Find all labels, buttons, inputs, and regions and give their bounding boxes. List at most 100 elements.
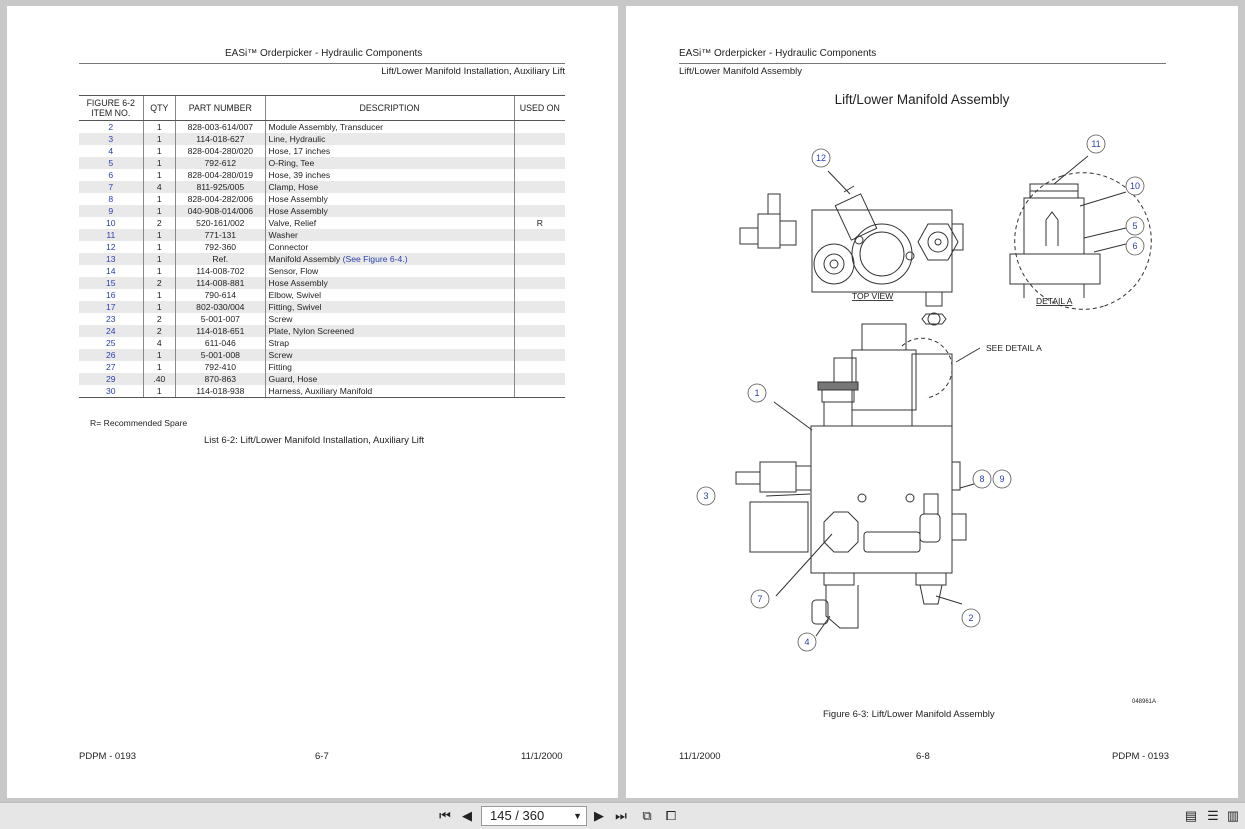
- drawing-labels: TOP VIEW DETAIL A SEE DETAIL A 048961A: [852, 291, 1156, 705]
- cell-used-on: [513, 289, 565, 301]
- cell-item[interactable]: 25: [105, 338, 116, 348]
- cell-item[interactable]: 14: [105, 266, 116, 276]
- cell-part-number: 520-161/002: [175, 217, 266, 229]
- cell-item[interactable]: 7: [79, 181, 144, 193]
- facing-icon[interactable]: ▥: [1226, 808, 1240, 823]
- footer-doc-id: PDPM - 0193: [1112, 751, 1170, 762]
- cell-qty: 1: [142, 157, 176, 169]
- cell-item[interactable]: 4: [108, 146, 114, 156]
- cell-description: Strap: [264, 337, 515, 349]
- cell-used-on: [513, 313, 565, 325]
- cell-item[interactable]: 29: [79, 373, 144, 385]
- cell-part-number: 5-001-008: [175, 349, 266, 361]
- cell-used-on: [513, 265, 565, 277]
- cell-used-on: [513, 145, 565, 157]
- cell-description: Harness, Auxiliary Manifold: [264, 385, 515, 398]
- viewer-toolbar: ⏮ ◀ 145 / 360 ▼ ▶ ⏭ ⧉ ⧠ ▤ ☰ ▥: [0, 802, 1245, 829]
- cell-item[interactable]: 11: [79, 229, 144, 241]
- callout-2: [961, 608, 981, 628]
- continuous-icon[interactable]: ☰: [1207, 808, 1219, 823]
- cell-item[interactable]: 24: [79, 325, 144, 337]
- cell-used-on: [513, 373, 565, 385]
- callout-5: [1125, 216, 1145, 236]
- cell-qty: 1: [142, 229, 176, 241]
- col-header-desc: DESCRIPTION: [264, 95, 515, 121]
- callout-3: [696, 486, 716, 506]
- callout-9: [992, 469, 1012, 489]
- cell-description: Fitting: [264, 361, 515, 373]
- fit-page-icon[interactable]: ⧉: [642, 808, 652, 823]
- top-view-label: TOP VIEW: [852, 291, 893, 301]
- cell-item[interactable]: 30: [79, 385, 144, 398]
- cell-item[interactable]: 27: [105, 362, 116, 372]
- cell-item[interactable]: 2: [108, 122, 114, 132]
- footer-date: 11/1/2000: [679, 751, 721, 762]
- cell-used-on: [513, 157, 565, 169]
- cell-used-on: [513, 241, 565, 253]
- cell-item[interactable]: 6: [108, 170, 114, 180]
- last-page-icon[interactable]: ⏭: [615, 808, 627, 823]
- cell-item[interactable]: 8: [108, 194, 114, 204]
- callout-7: [750, 589, 770, 609]
- cell-item[interactable]: 17: [79, 301, 144, 313]
- next-page-icon[interactable]: ▶: [594, 808, 604, 823]
- header-subtitle: Lift/Lower Manifold Installation, Auxili…: [381, 66, 565, 77]
- first-page-icon[interactable]: ⏮: [439, 808, 451, 823]
- header-rule: [79, 63, 565, 64]
- cell-used-on: [513, 253, 565, 265]
- cell-item[interactable]: 26: [79, 349, 144, 361]
- callout-circles: [696, 134, 1145, 652]
- cell-item[interactable]: 16: [105, 290, 116, 300]
- svg-text:2: 2: [968, 613, 973, 623]
- cell-item[interactable]: 3: [79, 133, 144, 145]
- col-header-part: PART NUMBER: [175, 95, 266, 121]
- single-page-icon[interactable]: ▤: [1184, 808, 1198, 823]
- svg-text:4: 4: [804, 637, 809, 647]
- cell-item[interactable]: 15: [79, 277, 144, 289]
- cell-item[interactable]: 9: [79, 205, 144, 217]
- list-caption: List 6-2: Lift/Lower Manifold Installati…: [204, 435, 425, 446]
- cell-used-on: [513, 229, 565, 241]
- cell-description: Hose Assembly: [264, 193, 515, 205]
- figure-caption: Figure 6-3: Lift/Lower Manifold Assembly: [823, 709, 995, 720]
- svg-text:12: 12: [816, 153, 826, 163]
- cell-item[interactable]: 23: [105, 314, 116, 324]
- callout-numbers: 1 2 3 4 5 6 7 8 9 10 11 12: [703, 139, 1140, 647]
- cell-qty: 1: [142, 169, 176, 181]
- cell-part-number: 771-131: [175, 229, 266, 241]
- figure-link[interactable]: (See Figure 6-4.): [342, 254, 408, 264]
- svg-text:10: 10: [1130, 181, 1140, 191]
- cell-part-number: Ref.: [175, 253, 266, 265]
- right-page: EASi™ Orderpicker - Hydraulic Components…: [626, 6, 1238, 798]
- page-number-select[interactable]: 145 / 360 ▼: [481, 806, 587, 826]
- callout-8: [972, 469, 992, 489]
- cell-qty: 4: [142, 337, 176, 349]
- cell-part-number: 114-018-938: [175, 385, 266, 398]
- cell-part-number: 114-018-651: [175, 325, 266, 337]
- svg-text:9: 9: [999, 474, 1004, 484]
- cell-item[interactable]: 5: [79, 157, 144, 169]
- svg-text:1: 1: [754, 388, 759, 398]
- cell-item[interactable]: 10: [105, 218, 116, 228]
- cell-item[interactable]: 13: [79, 253, 144, 265]
- chevron-down-icon: ▼: [573, 811, 582, 821]
- prev-page-icon[interactable]: ◀: [462, 808, 472, 823]
- cell-qty: 1: [142, 349, 176, 361]
- cell-description: Hose, 39 inches: [264, 169, 515, 181]
- callout-4: [797, 632, 817, 652]
- cell-item[interactable]: 12: [105, 242, 116, 252]
- table-header-row: FIGURE 6-2 ITEM NO. QTY PART NUMBER DESC…: [79, 95, 565, 121]
- cell-qty: 1: [142, 361, 176, 373]
- fit-width-icon[interactable]: ⧠: [665, 808, 677, 823]
